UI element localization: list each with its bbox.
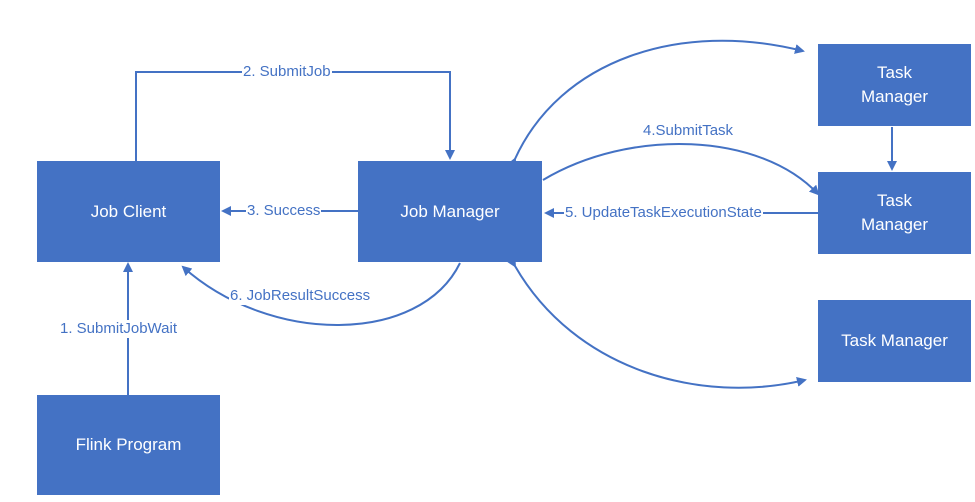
- success-label: 3. Success: [246, 202, 322, 220]
- edge-submit-job: [135, 71, 455, 162]
- edge-jm-tm3: [506, 256, 807, 389]
- task-manager-node-2: Task Manager: [818, 172, 971, 254]
- edge-submit-task: [542, 143, 820, 196]
- job-manager-label: Job Manager: [400, 201, 500, 221]
- flink-program-node: Flink Program: [37, 395, 220, 495]
- job-client-label: Job Client: [90, 201, 167, 221]
- task-manager-3-label: Task Manager: [841, 331, 948, 350]
- flink-program-label: Flink Program: [75, 435, 182, 454]
- task-manager-2-label: Task Manager: [860, 191, 929, 234]
- job-result-success-label: 6. JobResultSuccess: [229, 287, 372, 305]
- submit-job-wait-label: 1. SubmitJobWait: [59, 320, 178, 338]
- edge-jm-tm1: [507, 39, 805, 169]
- submit-job-label: 2. SubmitJob: [242, 63, 332, 81]
- task-manager-node-1: Task Manager: [818, 44, 971, 126]
- update-task-execution-state-label: 5. UpdateTaskExecutionState: [564, 204, 763, 222]
- submit-task-label: 4.SubmitTask: [642, 122, 735, 140]
- task-manager-1-label: Task Manager: [860, 63, 929, 106]
- job-client-node: Job Client: [37, 161, 220, 262]
- task-manager-node-3: Task Manager: [818, 300, 971, 382]
- edge-job-result-success: [181, 262, 461, 326]
- job-manager-node: Job Manager: [358, 161, 542, 262]
